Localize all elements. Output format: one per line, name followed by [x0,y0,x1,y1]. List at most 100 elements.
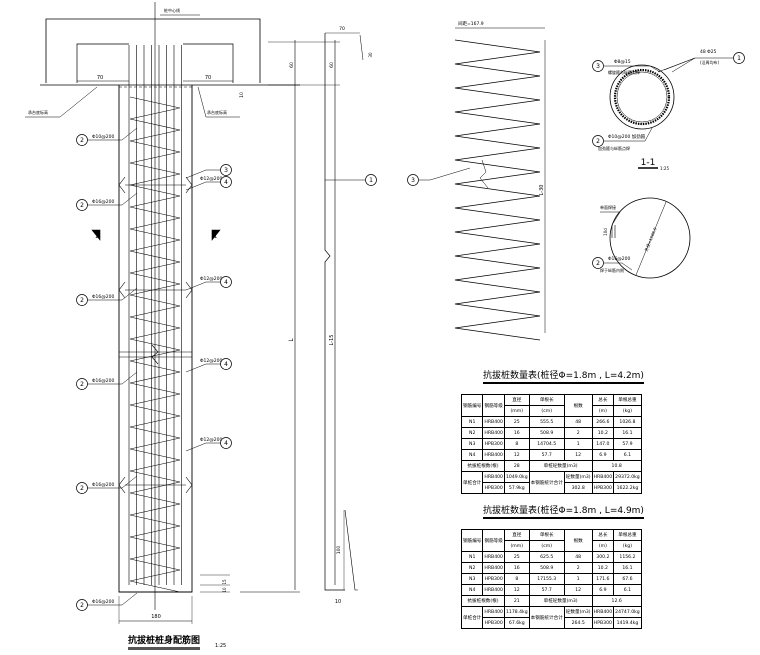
table-cell: N3 [460,573,484,585]
callout-circle [76,599,88,611]
bar-1-bottom [344,509,358,591]
table-cell: (kg) [613,540,642,552]
pile-outline [118,85,193,593]
dim-L: L [288,338,295,342]
table-cell: (mm) [503,540,530,552]
table-cell: 302.8 [563,482,593,494]
cap-bottom-label-right: 承台底标高 [207,109,227,115]
callout-spec: Φ16@200 [92,378,114,384]
break-mark [479,159,489,189]
table-cell: 25 [503,551,530,563]
cap-bottom-label-left: 承台底标高 [28,109,48,115]
callout-circle [220,164,232,176]
callout-number: 2 [80,485,84,492]
table-cell: 根数 [563,394,593,417]
table-cell: 单根总重 [613,529,642,541]
table-cell: 28 [503,460,530,472]
table-cell: 12 [563,449,593,461]
callout-spec: Φ12@200 [200,358,222,364]
table-cell: 16 [503,427,530,439]
section-n3-sub: 螺旋箍与纵筋点焊 [608,69,640,75]
table-cell: HRB400 [482,416,505,428]
stiffener-ring [118,176,193,194]
table-cell: 266.6 [591,416,615,428]
table-cell: 6.1 [613,449,642,461]
table-cell: 67.6kg [503,617,530,629]
table-cell: 171.6 [591,573,615,585]
callout-leader [87,475,138,489]
table-cell: (m) [591,405,615,417]
table-cell: N1 [460,416,484,428]
table-cell: 29372.0kg [613,471,642,483]
callout-leader [87,287,138,301]
dim-10-bottom: 10 [222,587,227,593]
callout-leader [87,192,138,206]
table-cell: 16.1 [613,562,642,574]
table-cell: 钢筋编号 [460,529,484,552]
callout-number: 2 [596,260,600,267]
table-cell: HRB400 [482,551,505,563]
bar1-dim-top: 70 [339,26,345,32]
section-title: 1-1 [641,158,656,168]
callout-number: 2 [596,138,600,145]
table-cell: HRB400 [482,562,505,574]
callout-leader [185,169,221,179]
table-cell: 6.9 [591,584,615,596]
callout-circle [76,482,88,494]
table-cell: 直径 [503,394,530,406]
callout-circle [76,134,88,146]
callout-leader [419,167,471,181]
table-cell: 16.1 [613,427,642,439]
bar1-dim-bottom: 100 [336,546,342,555]
callout-circle [592,60,604,72]
table-1-title: 抗拔桩数量表(桩径Φ=1.8m , L=4.2m) [483,368,644,384]
callout-number: 2 [80,381,84,388]
callout-spec: Φ12@200 [200,437,222,443]
table-cell: 2 [563,427,593,439]
table-cell: 1419.4kg [613,617,642,629]
callout-number: 2 [80,297,84,304]
callout-number: 2 [80,602,84,609]
table-cell: 147.0 [591,438,615,450]
table-cell: 钢筋等级 [482,394,505,417]
table-cell: 单根总重 [613,394,642,406]
pile-cap-outline [45,18,261,83]
table-cell: N2 [460,427,484,439]
dim-L15: L-15 [329,335,335,346]
table-cell: 2 [563,562,593,574]
callout-number: 3 [596,63,600,70]
dim-70-right: 70 [205,75,211,81]
table-cell: 10.2 [591,427,615,439]
callout-leader [185,442,221,452]
table-cell: 本钢筋统计合计 [528,606,565,629]
table-cell: 10.8 [591,460,642,472]
table-cell: 48 [563,551,593,563]
callout-circle [76,199,88,211]
table-cell: HPB300 [591,482,615,494]
callout-number: 4 [224,361,228,368]
leader-line [25,86,98,118]
table-cell: 1156.2 [613,551,642,563]
table-cell: N1 [460,551,484,563]
callout-number: 2 [80,202,84,209]
ring-sub: 焊于纵筋内侧 [600,267,624,273]
table-cell: (m) [591,540,615,552]
table-cell: 300.2 [591,551,615,563]
centerline-label: 桩中心线 [164,7,180,13]
table-header-row: 钢筋编号钢筋等级直径单根长根数总长单根总重 [460,394,642,417]
section-scale: 1:25 [660,166,669,171]
table-cell: 钢筋等级 [482,529,505,552]
callout-leader [604,65,661,73]
spiral-stirrup [129,96,181,593]
table-cell: 8 [503,438,530,450]
section-n1-text: 48 Φ25 [700,49,717,55]
spiral-length: L-30 [539,185,545,196]
table-cell: 57.7 [528,584,565,596]
callout-leader [185,181,221,191]
